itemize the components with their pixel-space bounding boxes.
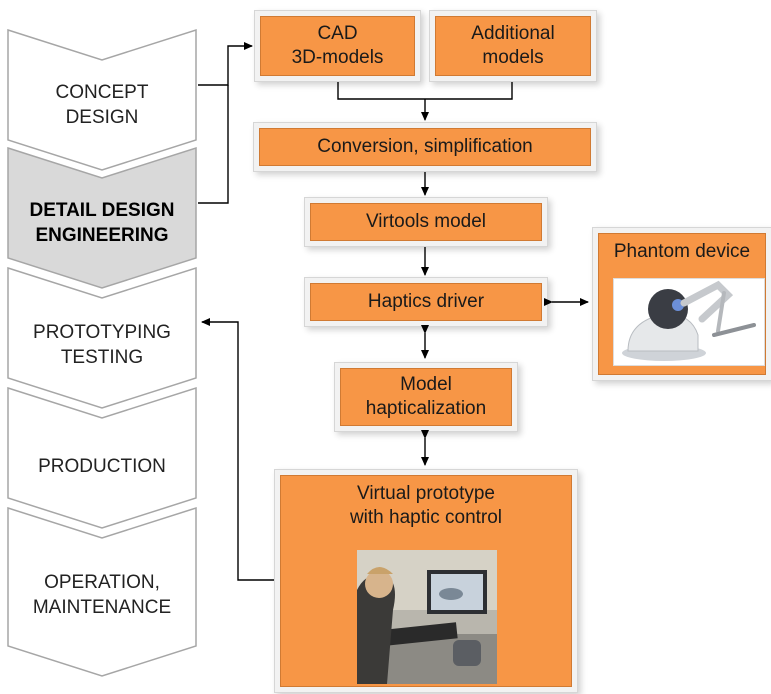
stage-label-production: PRODUCTION (38, 456, 166, 477)
stage-chevron-concept-design (7, 28, 197, 171)
box-phantom-device: Phantom device (598, 233, 766, 375)
virtual-prototype-photo (357, 550, 497, 684)
stage-chevron-detail-design (7, 146, 197, 289)
box-conversion: Conversion, simplification (259, 128, 591, 166)
stage-chevron-operation (7, 506, 197, 677)
stage-chevron-prototyping (7, 266, 197, 409)
box-haptics-driver: Haptics driver (310, 283, 542, 321)
phantom-device-image (613, 278, 765, 366)
line-cad-down (337, 82, 513, 100)
stage-label-operation: OPERATION,MAINTENANCE (32, 572, 172, 618)
arrow-prototype-to-testing (201, 318, 274, 581)
box-virtools-model: Virtools model (310, 203, 542, 241)
phantom-device-label: Phantom device (613, 241, 751, 262)
process-stages (7, 28, 197, 677)
stage-chevron-production (7, 386, 197, 529)
